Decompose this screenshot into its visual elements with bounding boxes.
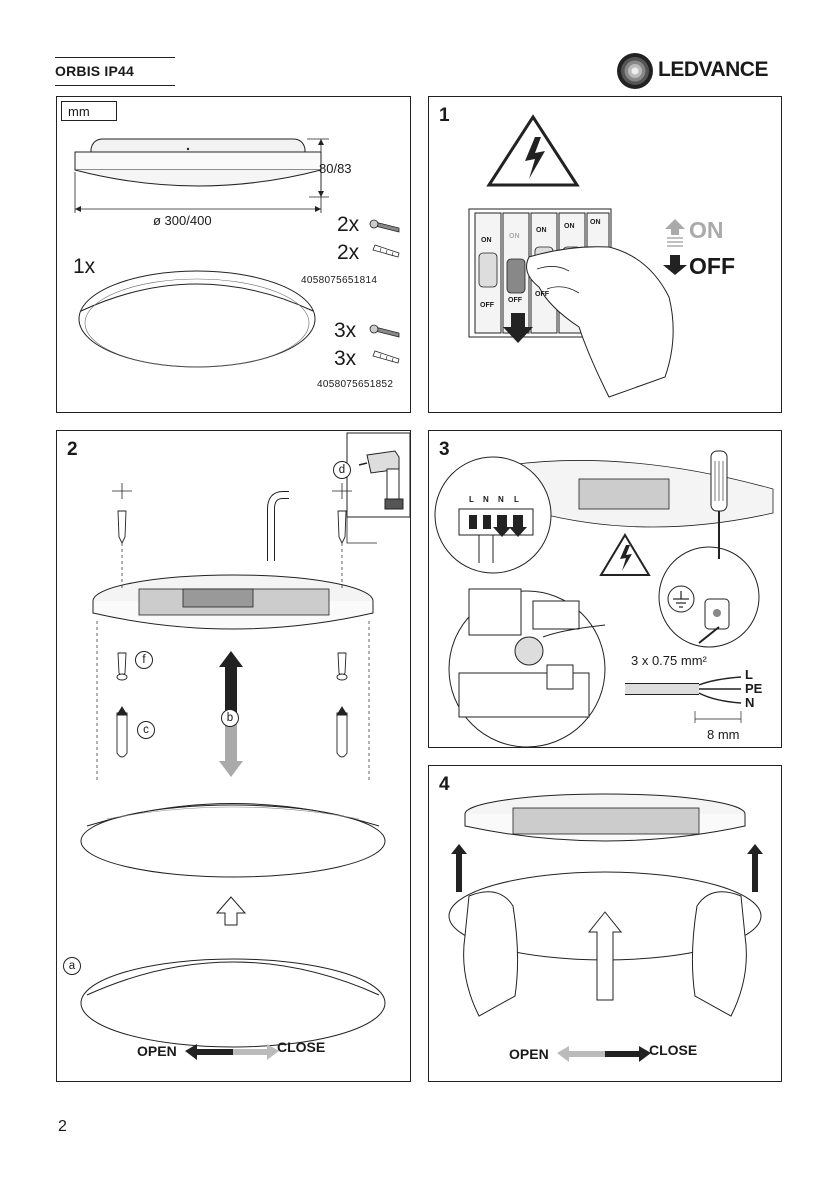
callout-d: d <box>333 461 351 479</box>
product-title: ORBIS IP44 <box>55 63 134 79</box>
wire-label-l: L <box>745 667 753 682</box>
breaker-off-2: OFF <box>508 297 522 304</box>
diameter-dimension: ø 300/400 <box>153 213 212 228</box>
header-rule-top <box>55 57 175 58</box>
strip-length: 8 mm <box>707 727 740 742</box>
arrow-up-icon <box>665 219 685 246</box>
screwdriver-icon <box>711 451 727 559</box>
close-label: CLOSE <box>277 1039 325 1055</box>
wire-label-n: N <box>745 695 754 710</box>
wall-plug-icon <box>373 245 399 257</box>
kit-a-plugs-qty: 2x <box>337 241 359 265</box>
callout-a: a <box>63 957 81 975</box>
terminal-label-3: N <box>498 495 504 504</box>
kit-b-screws-qty: 3x <box>334 319 356 343</box>
breaker-off-1: OFF <box>480 302 494 309</box>
open-label: OPEN <box>509 1046 549 1062</box>
panel-step-2: 2 <box>56 430 411 1082</box>
arrow-down-icon <box>663 255 687 275</box>
header-rule-bottom <box>55 85 175 86</box>
kit-b-code: 4058075651852 <box>317 379 393 390</box>
panel-step-3: 3 <box>428 430 782 748</box>
panel-step-1: 1 <box>428 96 782 413</box>
breaker-off-3: OFF <box>535 291 549 298</box>
brand-name: LEDVANCE <box>658 58 768 82</box>
on-label: ON <box>689 217 724 244</box>
breaker-on-3: ON <box>536 227 547 234</box>
close-label: CLOSE <box>649 1042 697 1058</box>
breaker-on-4: ON <box>564 223 575 230</box>
panel-step-4: 4 OPEN CLOSE <box>428 765 782 1082</box>
ledvance-logo-icon <box>616 52 654 90</box>
terminal-label-4: L <box>514 495 519 504</box>
terminal-label-1: L <box>469 495 474 504</box>
cable-spec: 3 x 0.75 mm² <box>631 653 707 668</box>
breaker-on-1: ON <box>481 237 492 244</box>
panel-dimensions: mm <box>56 96 411 413</box>
open-label: OPEN <box>137 1043 177 1059</box>
ground-symbol-icon <box>668 586 694 612</box>
terminal-label-2: N <box>483 495 489 504</box>
breaker-on-5: ON <box>590 219 601 226</box>
breaker-on-2: ON <box>509 233 520 240</box>
callout-c: c <box>137 721 155 739</box>
electrical-hazard-icon <box>489 117 577 185</box>
kit-a-code: 4058075651814 <box>301 275 377 286</box>
kit-b-plugs-qty: 3x <box>334 347 356 371</box>
kit-a-screws-qty: 2x <box>337 213 359 237</box>
cover-drawing <box>429 766 783 1083</box>
callout-f: f <box>135 651 153 669</box>
callout-b: b <box>221 709 239 727</box>
height-dimension: 80/83 <box>319 161 352 176</box>
wiring-drawing <box>429 431 783 749</box>
screw-icon <box>370 220 399 232</box>
electrical-hazard-icon <box>601 535 649 575</box>
off-label: OFF <box>689 253 735 280</box>
brand-logo: LEDVANCE <box>616 52 788 88</box>
luminaire-quantity: 1x <box>73 255 95 279</box>
mounting-drawing <box>57 431 412 1083</box>
wire-label-pe: PE <box>745 681 762 696</box>
page-number: 2 <box>58 1118 67 1136</box>
